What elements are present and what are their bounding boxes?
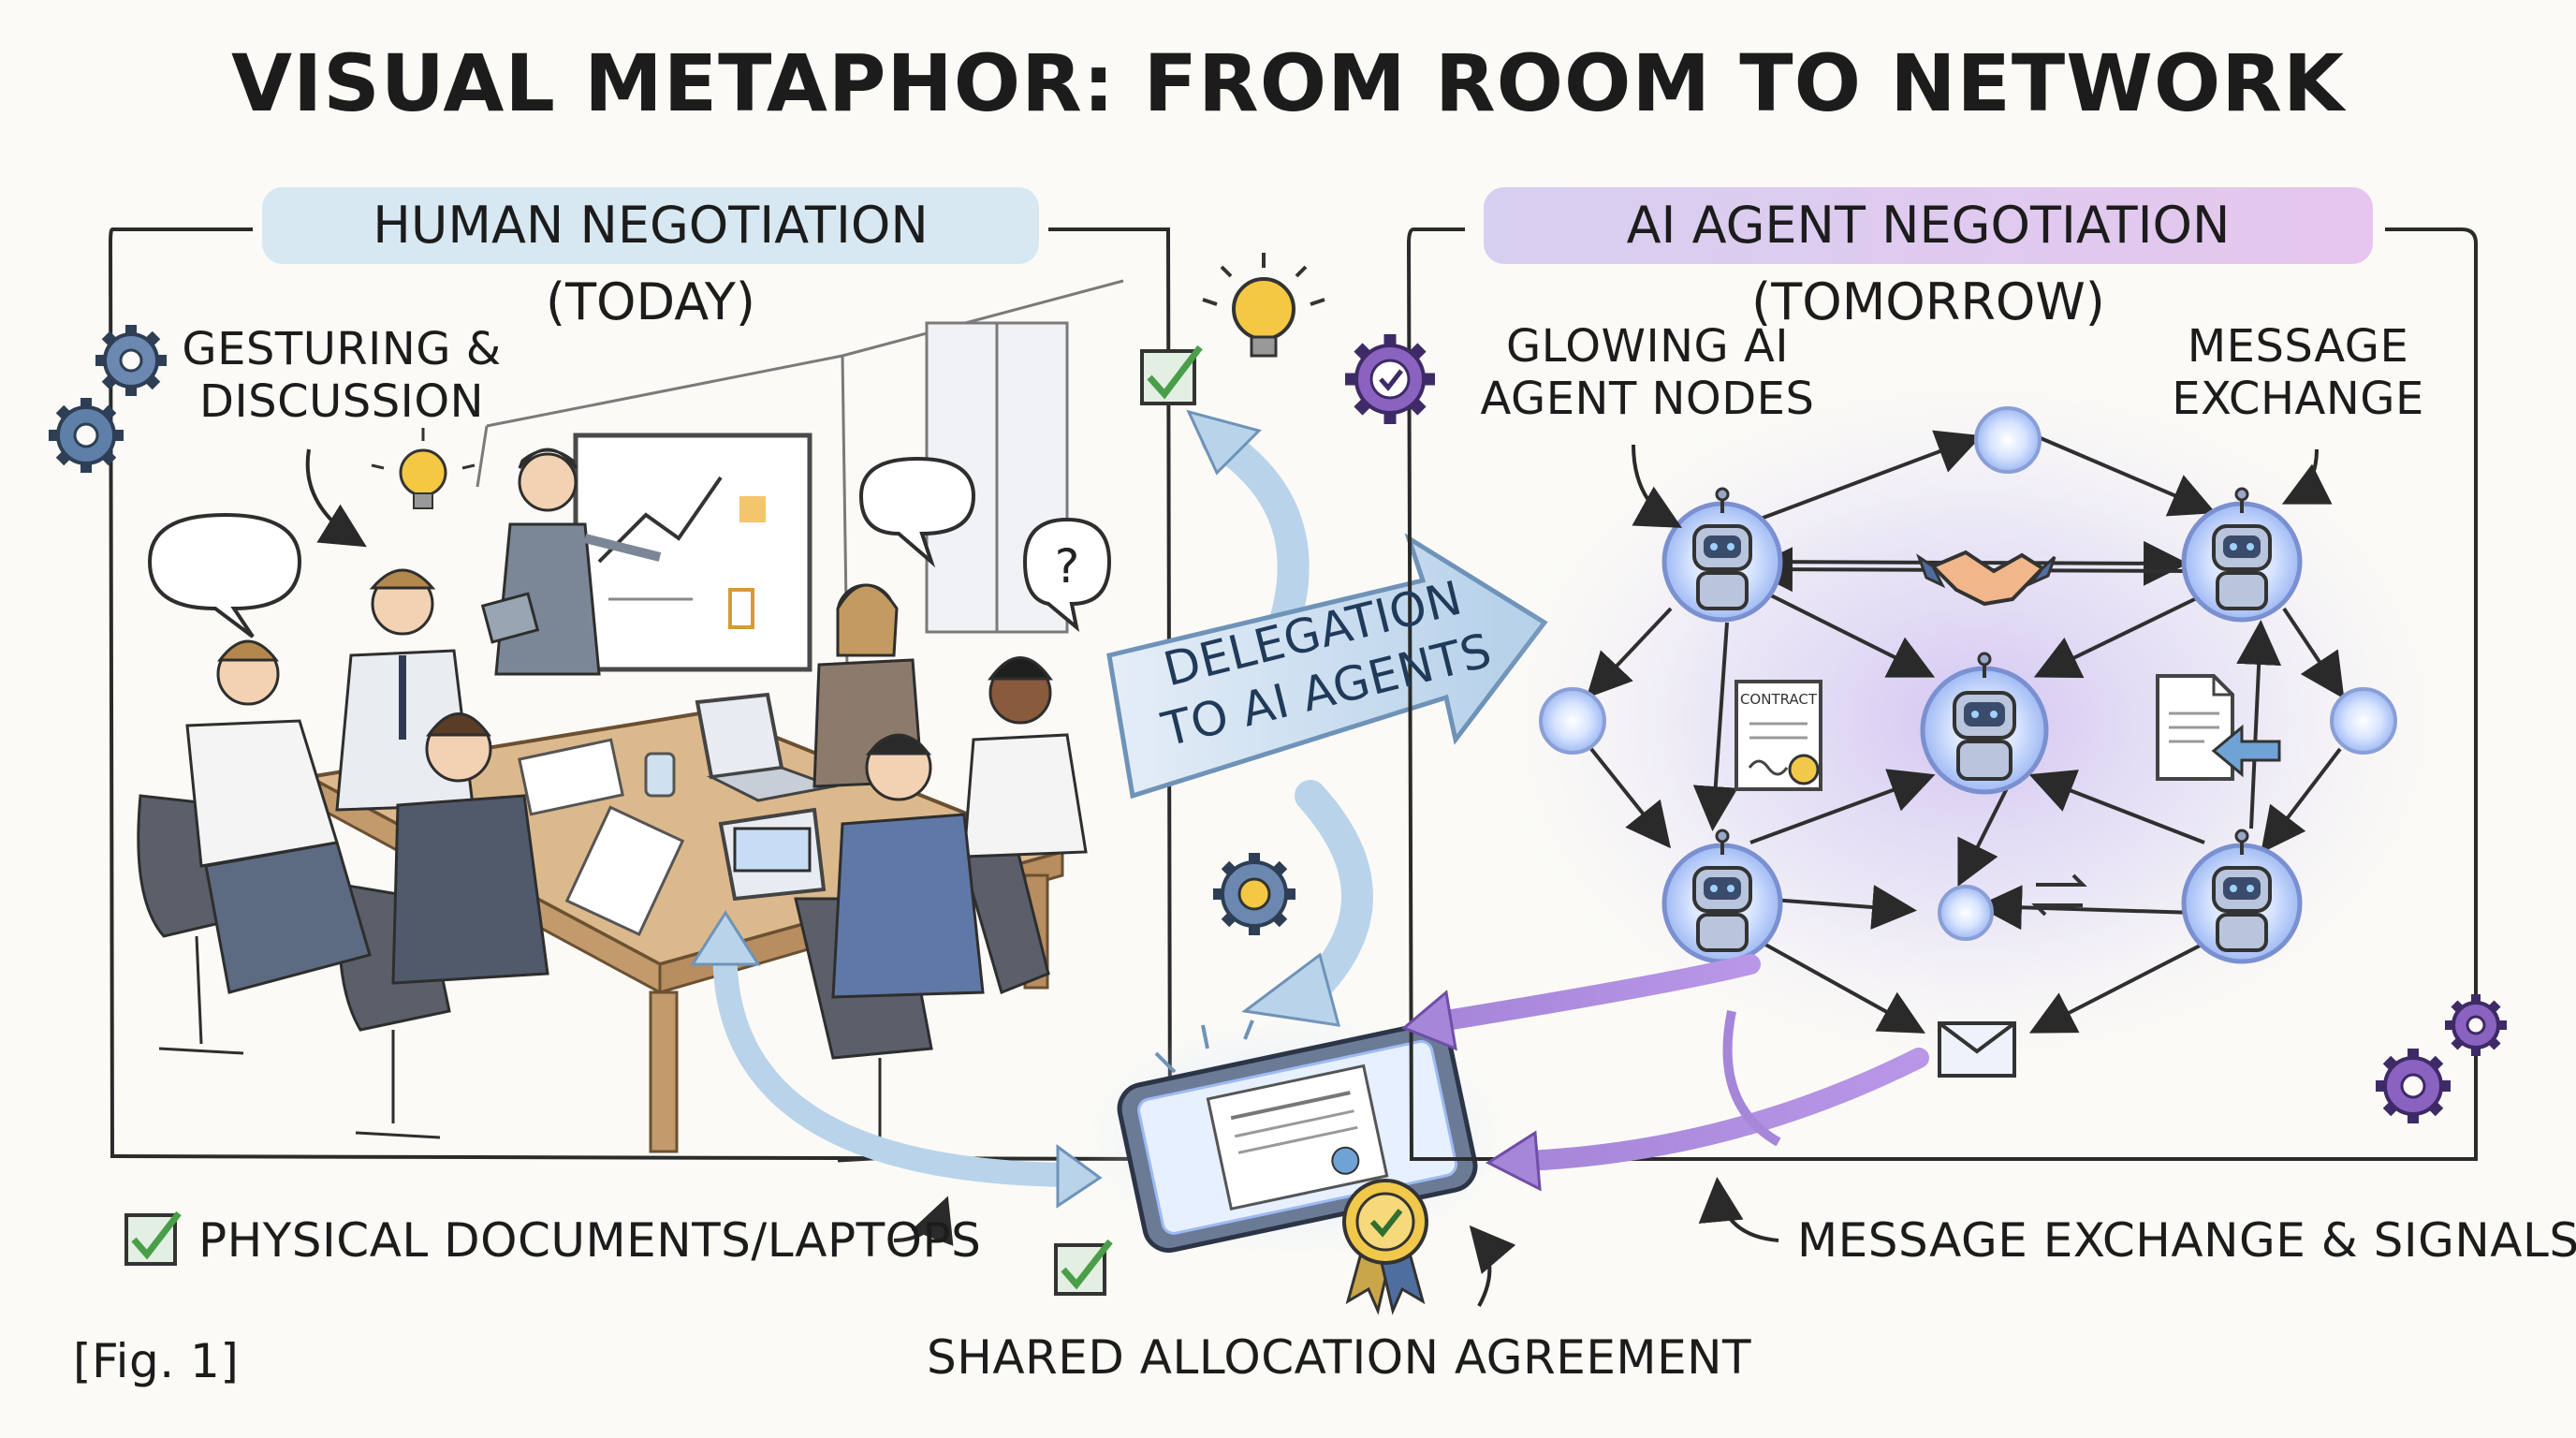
glowing-node — [1539, 406, 2397, 941]
gear-icon — [95, 325, 167, 396]
center-transition — [690, 253, 1548, 1315]
handshake-icon — [1916, 550, 2056, 607]
robot-node-bottom-right — [2181, 829, 2303, 964]
physical-documents-label: PHYSICAL DOCUMENTS/LAPTOPS — [198, 1213, 982, 1268]
meeting-participants — [185, 448, 1088, 999]
message-exchange-callout: MESSAGE EXCHANGE — [2172, 320, 2424, 425]
water-glass — [644, 752, 676, 798]
gesturing-callout: GESTURING & DISCUSSION — [182, 323, 502, 428]
robot-node-bottom-left — [1661, 829, 1783, 964]
swap-arrows-icon — [2031, 873, 2087, 917]
ai-negotiation-panel: CONTRACT — [1345, 227, 2507, 1242]
presenter-person — [480, 448, 662, 676]
robot-node-center — [1920, 652, 2049, 795]
ai-panel-label: AI AGENT NEGOTIATION (TOMORROW) — [1484, 187, 2373, 331]
contract-label: CONTRACT — [1740, 691, 1818, 708]
gear-icon — [1345, 334, 1435, 424]
checkmark-icon — [124, 1211, 182, 1266]
shared-agreement-label: SHARED ALLOCATION AGREEMENT — [927, 1330, 1752, 1385]
laptop-icon — [695, 692, 784, 780]
gear-icon — [49, 398, 124, 473]
contract-document-icon — [1734, 680, 1822, 791]
robot-node-top-right — [2181, 487, 2303, 623]
paper-document — [564, 805, 685, 937]
person-right-man — [962, 656, 1088, 858]
human-negotiation-panel: ? — [49, 227, 1172, 1266]
speech-bubbles — [147, 456, 1112, 638]
lightbulb-icon — [1202, 253, 1325, 358]
person-front-reading — [391, 712, 549, 985]
person-left-front — [185, 639, 372, 994]
network-edges — [1586, 430, 2345, 1034]
checkmark-icon — [1054, 1239, 1113, 1296]
whiteboard — [573, 433, 812, 672]
figure-label: [Fig. 1] — [73, 1334, 240, 1388]
gear-icon — [2376, 1049, 2451, 1123]
person-laptop-user — [718, 733, 985, 999]
human-panel-label: HUMAN NEGOTIATION (TODAY) — [262, 187, 1039, 331]
robot-node-top-left — [1661, 487, 1783, 623]
tablet-icon — [1117, 1021, 1478, 1254]
award-seal-icon — [1342, 1179, 1428, 1315]
diagram-title: VISUAL METAPHOR: FROM ROOM TO NETWORK — [230, 37, 2346, 129]
glowing-nodes-callout: GLOWING AI AGENT NODES — [1480, 320, 1815, 425]
gear-icon — [2445, 994, 2507, 1056]
question-mark-icon: ? — [1055, 539, 1080, 594]
speech-bubble-icon — [147, 512, 302, 638]
document-icon — [2156, 674, 2281, 781]
gear-icon — [1213, 853, 1295, 935]
question-bubble-icon — [1022, 517, 1112, 633]
envelope-icon — [1938, 1021, 2016, 1078]
speech-bubble-icon — [858, 456, 976, 568]
lightbulb-icon — [371, 428, 476, 509]
signals-label: MESSAGE EXCHANGE & SIGNALS — [1797, 1213, 2576, 1268]
checkmark-icon — [1140, 345, 1203, 405]
